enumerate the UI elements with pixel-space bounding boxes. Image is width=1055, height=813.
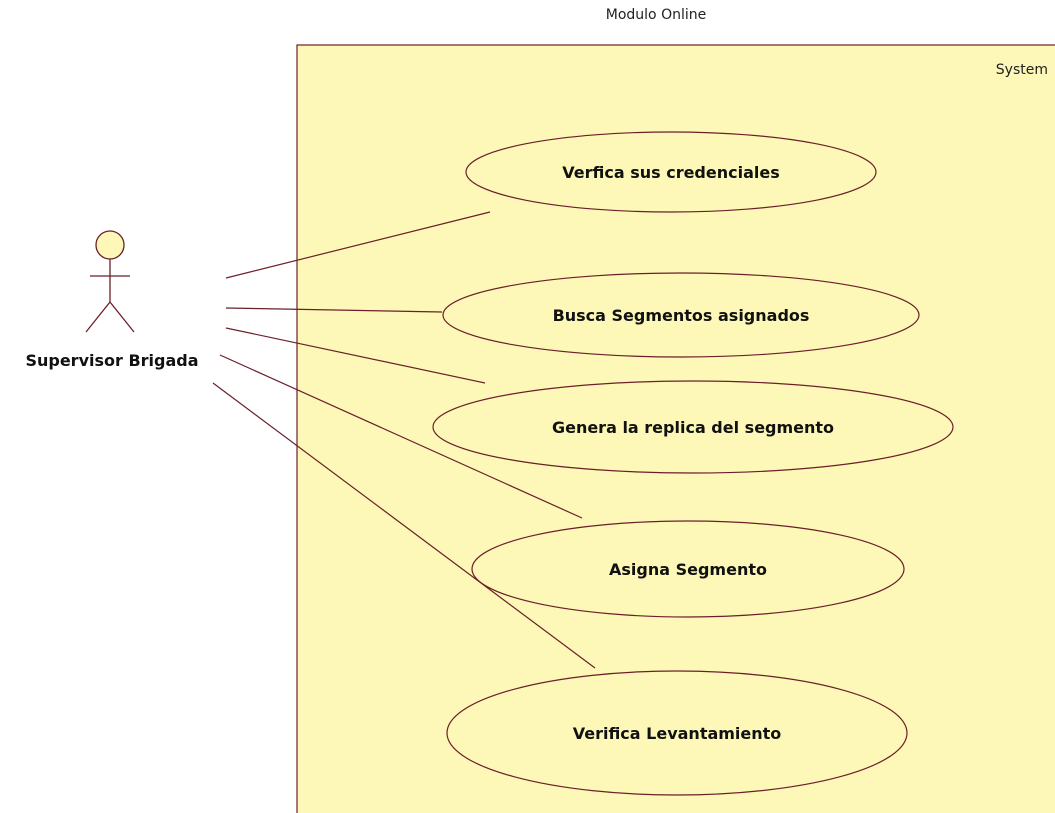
use-case-busca-segmentos: Busca Segmentos asignados — [442, 272, 920, 358]
diagram-title: Modulo Online — [606, 7, 706, 23]
actor-label: Supervisor Brigada — [25, 351, 198, 370]
association-line-busca-segmentos — [225, 307, 443, 313]
association-line-verifica-credenciales — [225, 211, 491, 279]
use-case-ellipse — [471, 520, 905, 618]
use-case-ellipse — [446, 670, 908, 796]
system-label: System — [996, 62, 1048, 78]
association-line-asigna-segmento — [219, 354, 583, 519]
use-case-label: Asigna Segmento — [609, 560, 767, 579]
association-line-verifica-levantamiento — [212, 382, 596, 669]
use-case-genera-replica: Genera la replica del segmento — [432, 380, 954, 474]
actor-head — [95, 230, 125, 260]
use-case-verfica-credenciales: Verfica sus credenciales — [465, 131, 877, 213]
use-case-ellipse — [432, 380, 954, 474]
use-case-label: Verfica sus credenciales — [562, 163, 780, 182]
association-line-genera-replica — [225, 327, 486, 384]
use-case-ellipse — [465, 131, 877, 213]
actor-supervisor-brigada: Supervisor Brigada — [25, 230, 199, 370]
use-case-asigna-segmento: Asigna Segmento — [471, 520, 905, 618]
use-case-verifica-levantamiento: Verifica Levantamiento — [446, 670, 908, 796]
use-case-ellipse — [442, 272, 920, 358]
use-case-label: Genera la replica del segmento — [552, 418, 834, 437]
use-case-label: Busca Segmentos asignados — [553, 306, 810, 325]
actor-right-leg — [109, 301, 135, 333]
use-case-label: Verifica Levantamiento — [573, 724, 782, 743]
actor-left-leg — [85, 301, 111, 333]
